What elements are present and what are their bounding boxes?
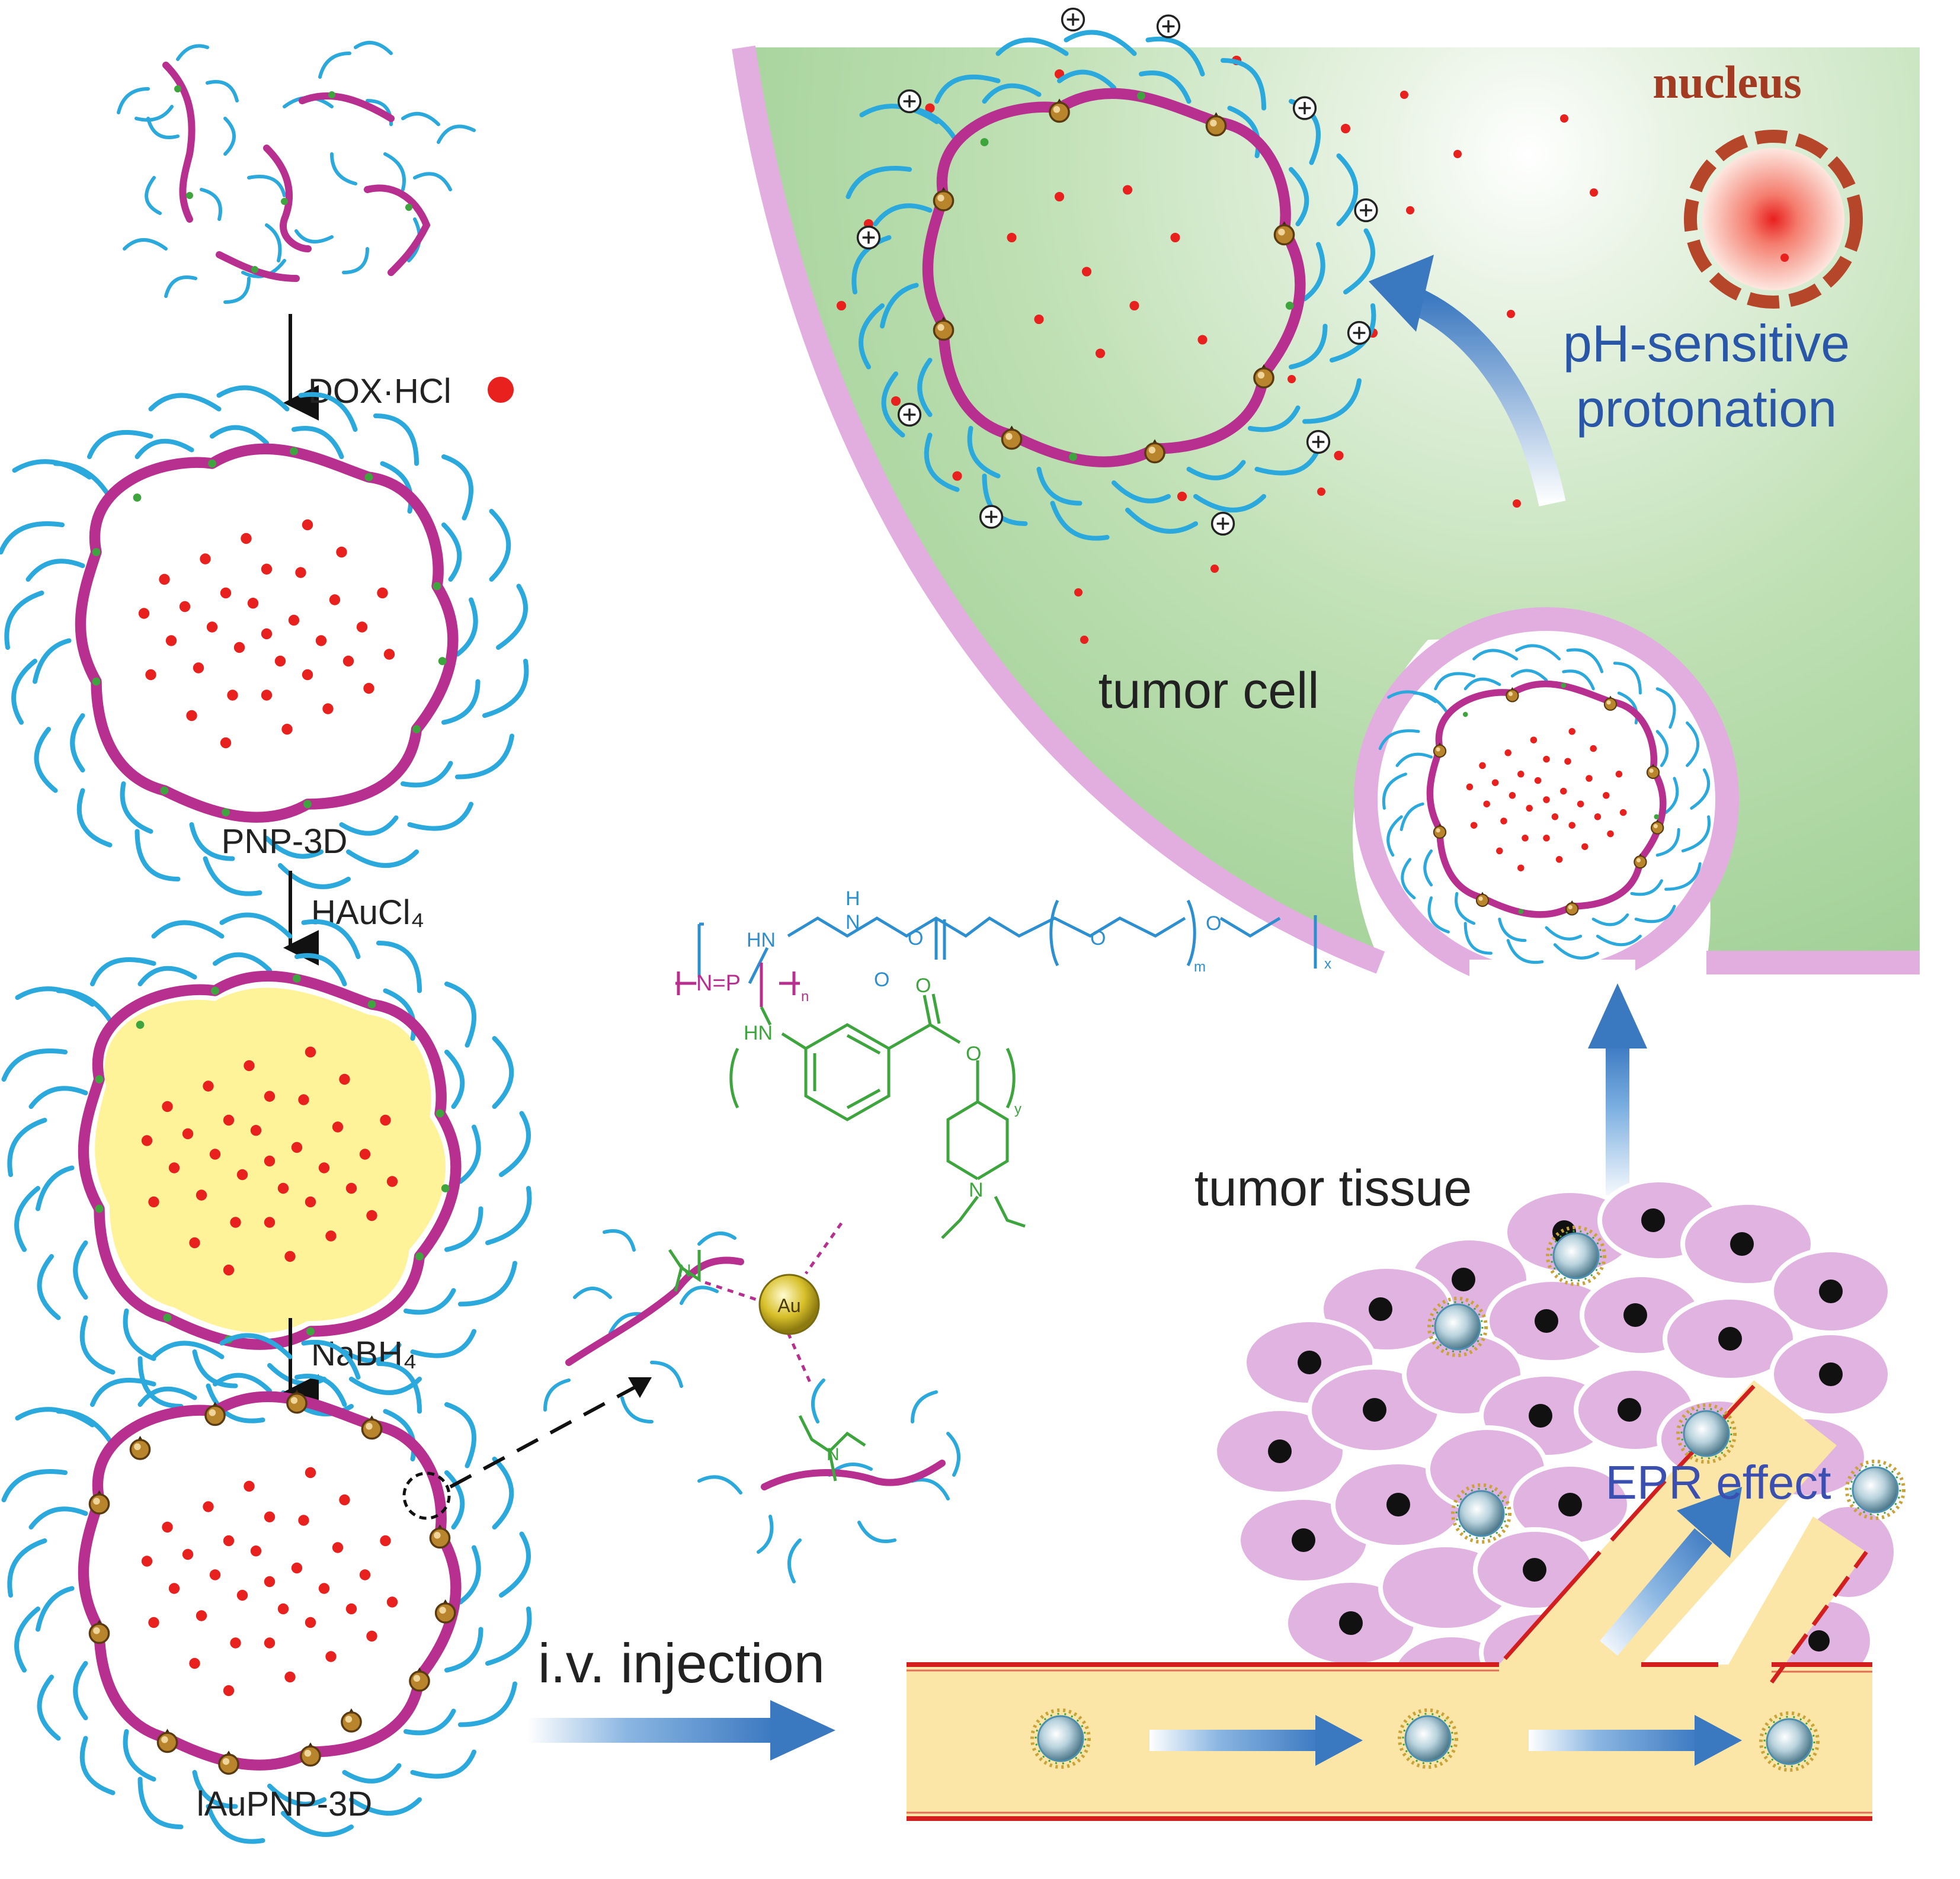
o-ether-label: O bbox=[1090, 927, 1106, 950]
sub-m-label: m bbox=[1194, 959, 1206, 975]
dox-label: DOX·HCl bbox=[308, 372, 451, 411]
h-top-label: H bbox=[846, 887, 860, 910]
pnp3d-label: PNP-3D bbox=[222, 822, 348, 861]
o-ester-label: O bbox=[908, 927, 923, 950]
haucl4-label: HAuCl₄ bbox=[311, 893, 424, 932]
endosome bbox=[1354, 607, 1739, 995]
zoom-circle bbox=[402, 1471, 451, 1520]
backbone-label: N=P bbox=[696, 971, 741, 996]
sub-n-label: n bbox=[801, 989, 809, 1005]
epr-effect-label: EPR effect bbox=[1606, 1456, 1831, 1509]
tumor-tissue-label: tumor tissue bbox=[1194, 1160, 1472, 1217]
hn-top-label: HN bbox=[747, 929, 776, 951]
n-left-label: N bbox=[678, 1261, 691, 1281]
n-ring-label: N bbox=[969, 1179, 984, 1201]
unimer-chains bbox=[117, 41, 476, 304]
o-carbonyl2-label: O bbox=[915, 974, 931, 997]
released-micelle bbox=[836, 7, 1378, 538]
polymer-structure: HN H N O O O O m x N=P n HN O bbox=[675, 887, 1331, 1239]
pnp3d-micelle bbox=[1, 388, 527, 894]
n-top-label: N bbox=[846, 911, 860, 934]
au-label: Au bbox=[777, 1295, 800, 1316]
tumor-cell bbox=[732, 45, 1920, 974]
ph-sensitive-label: pH-sensitive bbox=[1563, 314, 1850, 373]
gold-loaded-micelle bbox=[4, 915, 530, 1421]
bracket-y-label: y bbox=[1014, 1101, 1021, 1117]
iv-arrow bbox=[527, 1700, 835, 1761]
tumor-cell-label: tumor cell bbox=[1099, 662, 1320, 719]
au-atom bbox=[758, 1274, 820, 1335]
protonation-arrow bbox=[1369, 255, 1566, 506]
au-coordination: Au N N bbox=[543, 1222, 960, 1583]
laupnp3d-micelle bbox=[4, 1336, 530, 1842]
free-drug-dots bbox=[1074, 91, 1598, 644]
bracket-x-label: x bbox=[1324, 956, 1331, 972]
o-ester2-label: O bbox=[966, 1043, 981, 1065]
n-bottom-label: N bbox=[827, 1445, 840, 1464]
zoom-arrow bbox=[449, 1384, 638, 1489]
iv-injection-label: i.v. injection bbox=[538, 1632, 825, 1694]
epr-arrow bbox=[1600, 1487, 1742, 1656]
dox-dot bbox=[488, 377, 514, 403]
o-carbonyl-label: O bbox=[874, 969, 889, 991]
laupnp3d-label: lAuPNP-3D bbox=[197, 1785, 373, 1823]
nucleus: nucleus bbox=[1652, 56, 1863, 309]
vessel-flow-arrows bbox=[1149, 1715, 1742, 1766]
o-methoxy-label: O bbox=[1206, 912, 1221, 935]
nucleus-label: nucleus bbox=[1652, 56, 1801, 108]
protonation-label: protonation bbox=[1576, 379, 1837, 438]
hn-low-label: HN bbox=[744, 1022, 773, 1044]
uptake-arrow bbox=[1588, 983, 1647, 1203]
